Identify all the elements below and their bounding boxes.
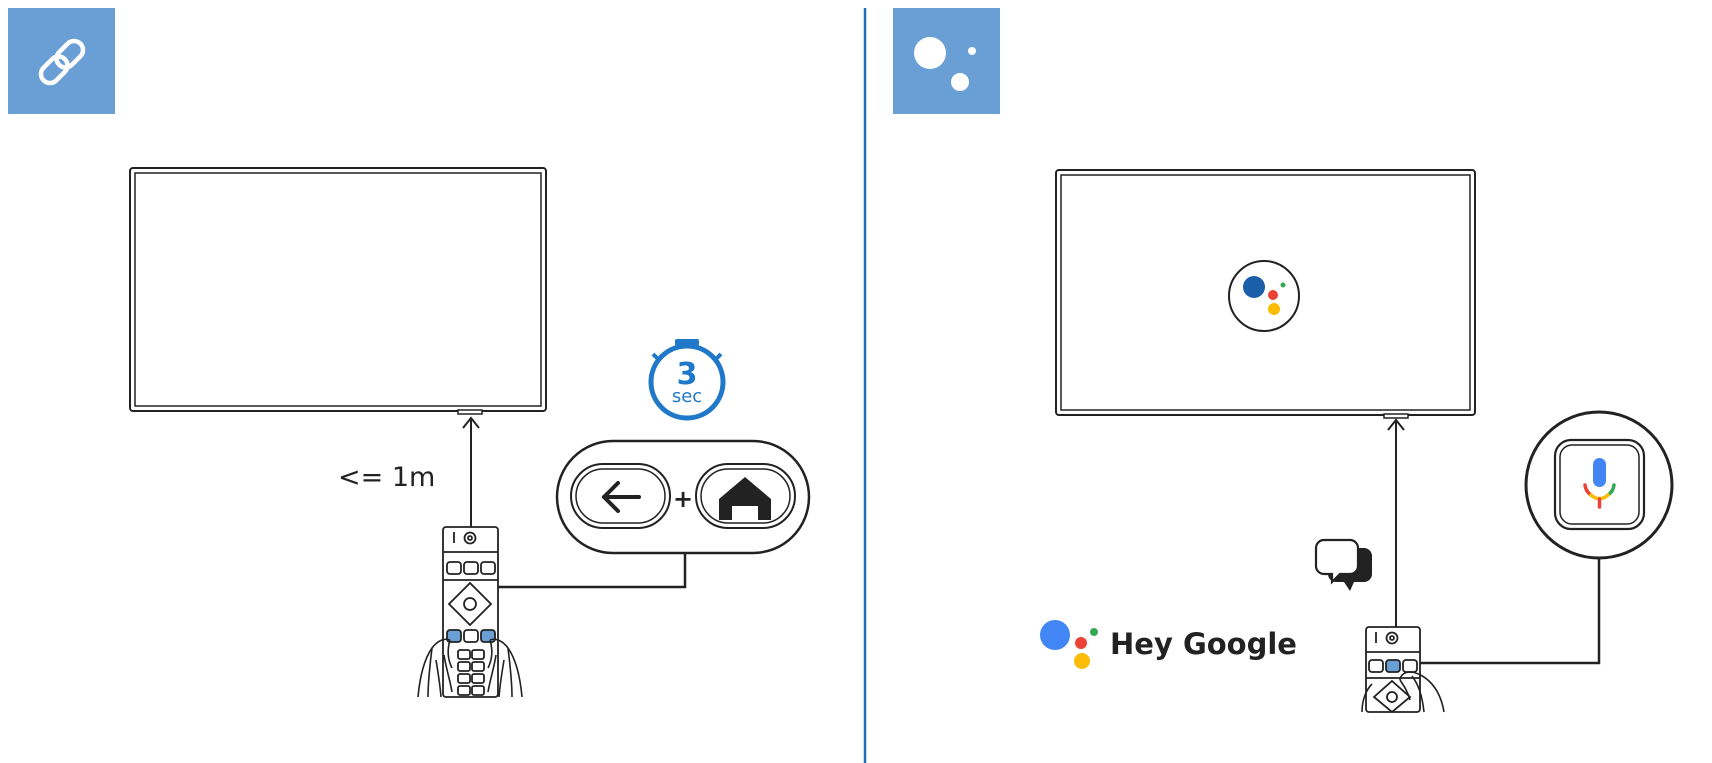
- google-assistant-icon: [1243, 276, 1286, 315]
- google-assistant-icon: [914, 37, 976, 91]
- mic-callout: [1524, 410, 1674, 560]
- tv-right: [1055, 169, 1476, 419]
- hey-google-label: Hey Google: [1110, 627, 1297, 661]
- assistant-header-tile: [893, 8, 1000, 114]
- timer-unit: sec: [672, 386, 702, 407]
- button-combo: +: [555, 439, 811, 555]
- timer-value: 3: [677, 357, 698, 392]
- remote-left: [442, 526, 499, 698]
- link-icon: [38, 38, 86, 86]
- back-arrow-icon: [602, 481, 641, 513]
- home-icon: [719, 477, 771, 520]
- callout-connector-left: [498, 553, 687, 589]
- hey-google-logo: Hey Google: [1040, 620, 1297, 669]
- callout-connector-right: [1420, 551, 1601, 665]
- link-header-tile: [8, 8, 115, 114]
- microphone-icon: [1583, 458, 1616, 509]
- speech-bubbles-icon: [1314, 538, 1372, 591]
- remote-right: [1365, 626, 1421, 714]
- timer-3sec: 3 sec: [648, 339, 726, 421]
- left-panel: <= 1m: [8, 8, 811, 698]
- signal-arrow-left: [462, 416, 480, 527]
- right-panel: Hey Google: [893, 8, 1674, 714]
- distance-label: <= 1m: [338, 462, 435, 493]
- hands-left: [417, 638, 523, 698]
- hand-right: [1361, 671, 1445, 713]
- tv-left: [129, 167, 547, 415]
- screen-assistant-badge: [1228, 260, 1300, 332]
- google-assistant-icon: [1040, 620, 1098, 669]
- combo-plus: +: [673, 485, 693, 513]
- signal-arrow-right: [1387, 418, 1405, 627]
